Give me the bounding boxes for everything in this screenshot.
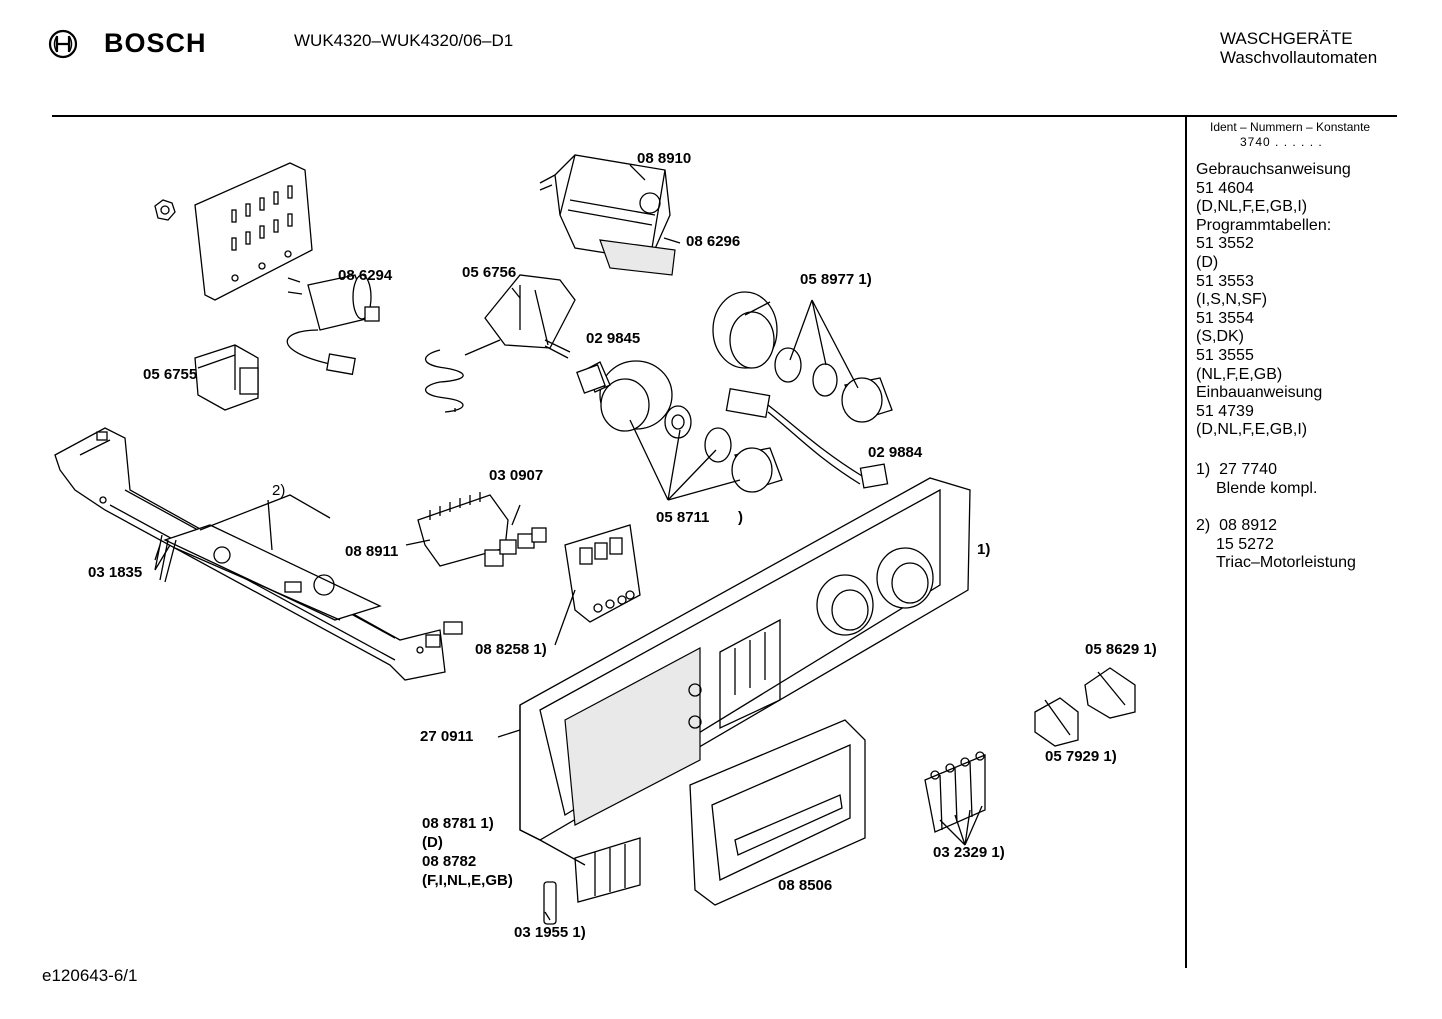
note-line: 27 7740	[1219, 461, 1277, 478]
part-label: 08 8782	[422, 853, 477, 870]
note-line: Triac–Motorleistung	[1216, 554, 1356, 572]
part-label: 03 0907	[489, 467, 544, 484]
doc-line: 51 3553	[1196, 272, 1254, 290]
model-number: WUK4320–WUK4320/06–D1	[294, 31, 514, 50]
part-label: 03 2329 1)	[933, 844, 1005, 861]
doc-list: Gebrauchsanweisung 51 4604 (D,NL,F,E,GB,…	[1196, 161, 1351, 440]
part-label: 03 1835	[88, 564, 143, 581]
part-label: 05 8711	[656, 509, 710, 526]
part-label: 08 8258 1)	[475, 641, 547, 658]
header-divider	[52, 115, 1397, 117]
transformer-icon	[194, 344, 259, 411]
bosch-logo-icon	[48, 29, 78, 59]
part-label: 1)	[977, 541, 991, 558]
doc-line: 51 4604	[1196, 179, 1254, 197]
knob-bush-icon	[731, 377, 893, 493]
adapter-ring-icon	[664, 347, 838, 463]
part-label: 02 9845	[586, 330, 641, 347]
part-label: 08 8910	[637, 150, 692, 167]
motor-coupling-icon	[576, 364, 606, 394]
doc-line: Programmtabellen:	[1196, 216, 1332, 234]
part-label: 08 8911	[345, 543, 399, 560]
circuit-board-icon	[154, 494, 382, 621]
part-label: 03 1955 1)	[514, 924, 586, 941]
programme-timer-icon	[539, 154, 676, 276]
part-label: 08 6296	[686, 233, 741, 250]
note-line: 15 5272	[1216, 535, 1274, 553]
note-1: 1) 27 7740 Blende kompl.	[1196, 461, 1317, 498]
part-label: 05 8629 1)	[1085, 641, 1157, 658]
part-label: 2)	[272, 482, 286, 499]
switch-block-icon	[417, 492, 547, 567]
doc-line: Gebrauchsanweisung	[1196, 161, 1351, 178]
control-knob-icon	[1034, 697, 1079, 747]
part-label: 05 6755	[143, 366, 198, 383]
detergent-drawer-icon	[689, 719, 866, 906]
sidebar-divider	[1185, 115, 1187, 968]
doc-line: (I,S,N,SF)	[1196, 291, 1268, 309]
exploded-view-drawing	[54, 154, 1136, 925]
note-line: Blende kompl.	[1216, 479, 1318, 497]
part-label: 27 0911	[420, 728, 474, 745]
doc-line: 51 3555	[1196, 346, 1254, 364]
note-2: 2) 08 8912 15 5272 Triac–Motorleistung	[1196, 517, 1356, 573]
control-panel-fascia-icon	[519, 477, 971, 841]
part-label: 02 9884	[868, 444, 923, 461]
category-title: WASCHGERÄTE	[1220, 29, 1353, 48]
part-label: 05 8977 1)	[800, 271, 872, 288]
part-label: 05 6756	[462, 264, 517, 281]
part-label: 08 8506	[778, 877, 833, 894]
part-label: )	[738, 509, 743, 526]
note-marker: 1)	[1196, 461, 1211, 478]
program-label-icon	[574, 837, 641, 903]
ident-label: Ident – Nummern – Konstante	[1210, 120, 1371, 134]
part-label: 05 7929 1)	[1045, 748, 1117, 765]
part-label: 08 8781 1)	[422, 815, 494, 832]
doc-line: (D,NL,F,E,GB,I)	[1196, 421, 1308, 439]
capacitor-icon	[286, 274, 380, 376]
doc-line: (D)	[1196, 253, 1219, 271]
connector-plug-icon	[725, 387, 889, 489]
doc-line: (NL,F,E,GB)	[1196, 365, 1283, 383]
part-label: (D)	[422, 834, 443, 851]
note-line: 08 8912	[1219, 517, 1277, 534]
doc-line: 51 4739	[1196, 402, 1254, 420]
category-subtitle: Waschvollautomaten	[1220, 48, 1378, 67]
mounting-bracket-icon	[194, 162, 313, 301]
light-guide-icon	[543, 881, 557, 925]
part-label: 08 6294	[338, 267, 393, 284]
brand-name: BOSCH	[104, 28, 207, 58]
doc-line: (D,NL,F,E,GB,I)	[1196, 198, 1308, 216]
control-knob-icon	[1084, 667, 1136, 719]
ident-value: 3740 . . . . . .	[1240, 135, 1323, 149]
drawing-code: e120643-6/1	[42, 966, 138, 985]
doc-line: (S,DK)	[1196, 328, 1244, 346]
hex-nut-icon	[154, 199, 176, 221]
part-label: (F,I,NL,E,GB)	[422, 872, 513, 889]
selector-switch-icon	[424, 274, 576, 413]
part-label-group: 08 8781 1) (D) 08 8782 (F,I,NL,E,GB)	[422, 814, 513, 890]
note-marker: 2)	[1196, 517, 1211, 534]
doc-line: 51 3552	[1196, 235, 1254, 253]
doc-line: 51 3554	[1196, 309, 1254, 327]
push-switch-icon	[564, 524, 641, 623]
knob-cap-icon	[712, 291, 778, 369]
doc-line: Einbauanweisung	[1196, 384, 1323, 402]
